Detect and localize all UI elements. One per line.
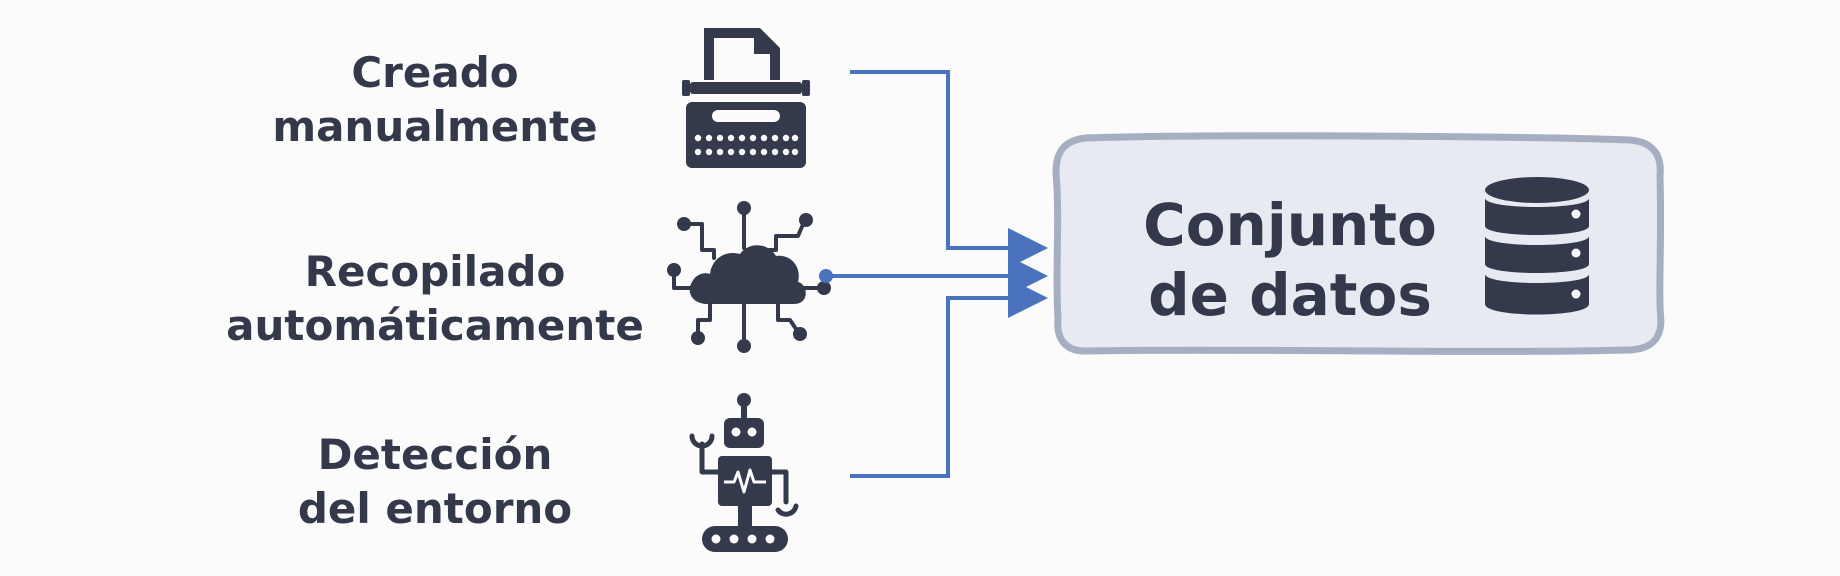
label-line: manualmente [272,102,598,151]
arrow-origin-dot [819,269,833,283]
source-label-environment: Detección del entorno [175,428,695,536]
arrow-from-environment [850,278,1048,478]
label-line: Detección [317,430,553,479]
typewriter-icon [682,28,810,168]
robot-icon [689,393,799,552]
label-line: Creado [351,48,519,97]
label-line: automáticamente [226,301,644,350]
title-line: de datos [1148,261,1432,329]
database-icon [1485,177,1589,315]
label-line: Recopilado [304,247,566,296]
dataset-title: Conjunto de datos [1100,190,1480,330]
arrow-from-manual [850,70,1048,268]
cloud-network-icon [667,201,831,353]
label-line: del entorno [297,484,573,533]
source-label-manual: Creado manualmente [175,46,695,154]
title-line: Conjunto [1143,191,1437,259]
source-label-auto: Recopilado automáticamente [175,245,695,353]
